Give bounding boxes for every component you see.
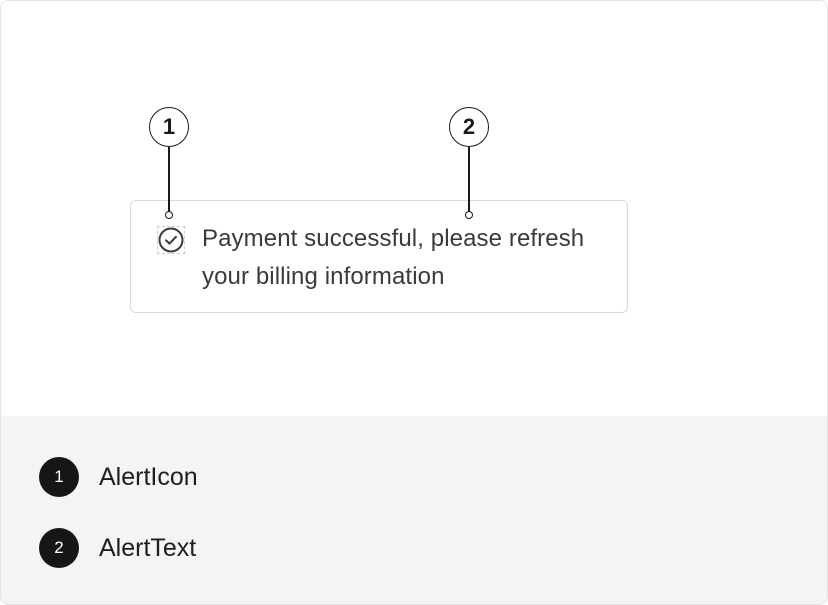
callout-line-2 [468, 147, 470, 213]
callout-line-1 [168, 147, 170, 213]
callout-badge-2: 2 [449, 107, 489, 147]
legend-item-alert-text: 2 AlertText [39, 528, 196, 568]
legend-number: 1 [39, 457, 79, 497]
legend-label: AlertText [99, 533, 197, 562]
alert-text: Payment successful, please refresh your … [202, 225, 585, 290]
callout-anchor-2 [465, 211, 473, 219]
alert-example: Payment successful, please refresh your … [130, 200, 628, 313]
legend-item-alert-icon: 1 AlertIcon [39, 457, 198, 497]
callout-badge-1: 1 [149, 107, 189, 147]
check-circle-icon [157, 226, 185, 254]
legend-label: AlertIcon [99, 462, 198, 491]
example-stage: Payment successful, please refresh your … [1, 1, 827, 416]
legend-panel: 1 AlertIcon 2 AlertText [1, 416, 827, 604]
callout-anchor-1 [165, 211, 173, 219]
legend-number: 2 [39, 528, 79, 568]
